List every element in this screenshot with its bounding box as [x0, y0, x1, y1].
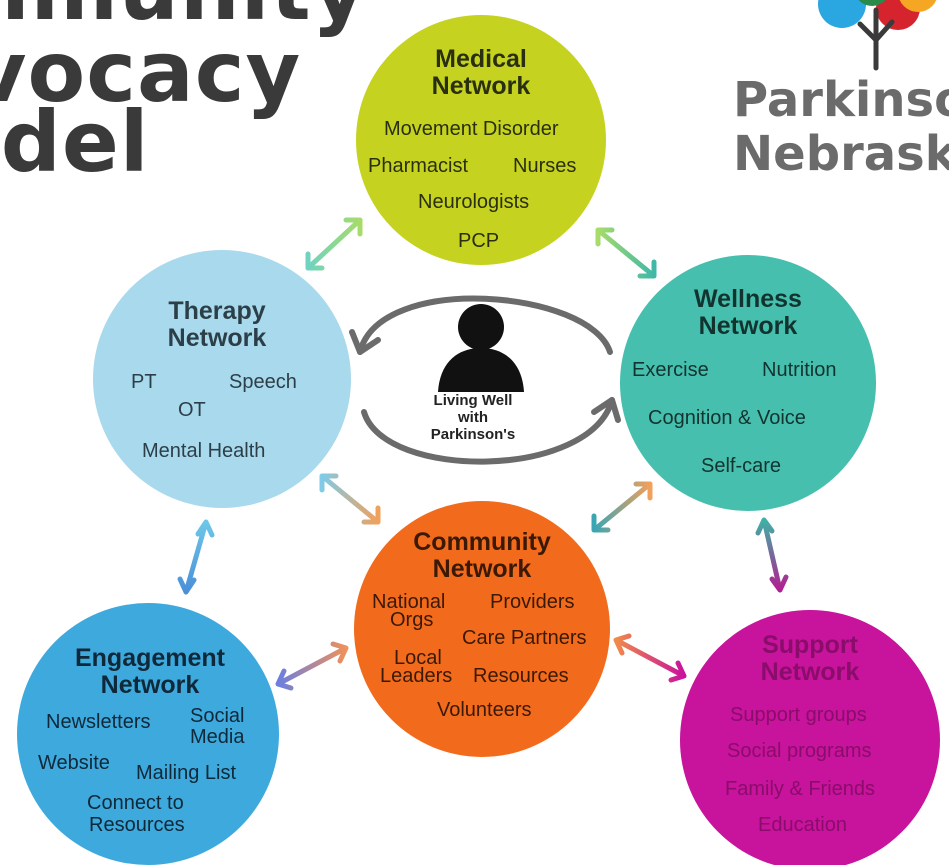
community-network-circle — [354, 501, 610, 757]
engagement-item: Newsletters — [46, 711, 151, 733]
wellness-item: Nutrition — [762, 359, 837, 381]
page-title-line-2: lvocacy — [0, 23, 302, 121]
engagement-item: Connect to — [87, 792, 184, 814]
community-item: Volunteers — [437, 699, 532, 721]
engagement-community-connector-arrow — [275, 641, 349, 691]
cycle-arrow-lower — [361, 397, 615, 465]
cycle-arrow-upper — [357, 295, 613, 355]
center-label-line: with — [458, 409, 488, 426]
support-network-circle — [680, 610, 940, 865]
medical-item: Neurologists — [418, 191, 530, 213]
wellness-network-title: Wellness Network — [648, 286, 848, 340]
node-title-line: Wellness — [694, 285, 802, 313]
medical-wellness-connector-arrow — [595, 227, 657, 279]
brand-name-line-1: Parkinso — [733, 72, 949, 128]
person-head — [458, 304, 504, 350]
logo-circle — [858, 0, 886, 6]
wellness-support-connector-arrow — [755, 517, 789, 593]
page-title-line-3: odel — [0, 93, 150, 191]
person-body — [438, 348, 524, 392]
engagement-network-circle — [17, 603, 279, 865]
node-title-line: Engagement — [74, 644, 226, 672]
wellness-item: Self-care — [701, 455, 782, 477]
community-support-connector-arrow — [613, 633, 687, 683]
cycle-arrowhead-left — [349, 329, 381, 355]
logo-tree-trunk — [857, 7, 895, 71]
community-item: Providers — [490, 591, 575, 613]
center-label-line: Parkinson's — [430, 426, 516, 443]
therapy-network-title: Therapy Network — [117, 298, 317, 352]
medical-network-title: Medical Network — [381, 46, 581, 100]
wellness-item: Cognition & Voice — [648, 407, 806, 429]
engagement-item: Media — [190, 726, 245, 748]
community-network-title: Community Network — [380, 529, 584, 583]
medical-item: PCP — [458, 230, 500, 252]
therapy-item: Speech — [229, 371, 297, 393]
node-title-line: Community — [413, 528, 551, 556]
engagement-network-title: Engagement Network — [50, 645, 250, 699]
node-title-line: Network — [760, 658, 860, 686]
support-item: Education — [758, 814, 847, 836]
community-item: Care Partners — [462, 627, 587, 649]
community-item: Orgs — [390, 609, 434, 631]
medical-item: Pharmacist — [368, 155, 469, 177]
engagement-item: Website — [38, 752, 110, 774]
medical-item: Nurses — [513, 155, 577, 177]
support-item: Support groups — [730, 704, 867, 726]
node-title-line: Network — [167, 324, 267, 352]
community-item: Local — [394, 647, 442, 669]
medical-item: Movement Disorder — [384, 118, 559, 140]
medical-network-circle — [356, 15, 606, 265]
brand-name-line-2: Nebrask — [733, 126, 949, 182]
logo-circle — [818, 0, 866, 28]
community-item: Resources — [473, 665, 569, 687]
node-title-line: Medical — [435, 45, 527, 73]
therapy-item: Mental Health — [142, 440, 266, 462]
medical-therapy-connector-arrow — [305, 217, 363, 271]
parkinson-nebraska-logo-icon — [818, 0, 937, 71]
person-icon — [438, 304, 524, 392]
node-title-line: Therapy — [168, 297, 266, 325]
support-item: Family & Friends — [725, 778, 876, 800]
page-title-line-1: mmunity — [0, 0, 367, 32]
node-title-line: Network — [432, 555, 532, 583]
engagement-item: Resources — [89, 814, 185, 836]
community-item: Leaders — [380, 665, 453, 687]
node-title-line: Network — [431, 72, 531, 100]
node-title-line: Network — [698, 312, 798, 340]
center-label: Living Well with Parkinson's — [425, 392, 521, 443]
engagement-item: Mailing List — [136, 762, 237, 784]
logo-circle — [899, 0, 937, 12]
therapy-item: PT — [131, 371, 157, 393]
cycle-arrowhead-right — [591, 397, 621, 423]
wellness-community-connector-arrow — [591, 481, 653, 533]
engagement-item: Social — [190, 705, 245, 727]
support-item: Social programs — [727, 740, 872, 762]
node-title-line: Support — [762, 631, 858, 659]
community-item: National — [372, 591, 446, 613]
center-label-line: Living Well — [433, 392, 513, 409]
wellness-network-circle — [620, 255, 876, 511]
node-title-line: Network — [100, 671, 200, 699]
support-network-title: Support Network — [710, 632, 910, 686]
therapy-engagement-connector-arrow — [177, 519, 215, 595]
therapy-community-connector-arrow — [319, 473, 381, 525]
therapy-network-circle — [93, 250, 351, 508]
wellness-item: Exercise — [632, 359, 709, 381]
therapy-item: OT — [178, 399, 206, 421]
